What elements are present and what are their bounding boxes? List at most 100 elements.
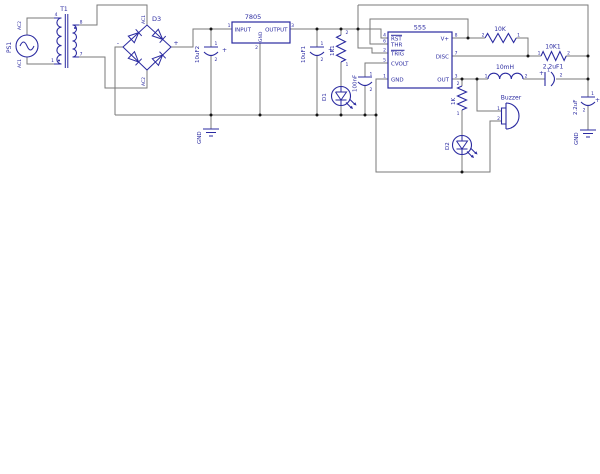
cap-100nf-pin1: 1 bbox=[370, 72, 373, 78]
component-buzzer[interactable]: Buzzer 1 2 bbox=[497, 95, 522, 130]
ground-symbol-right[interactable]: GND bbox=[574, 129, 596, 145]
t1-pin8: 8 bbox=[80, 20, 83, 26]
cap-10uf2-plus: + bbox=[222, 47, 227, 54]
res-1k1-pin1: 1 bbox=[346, 62, 349, 68]
7805-ref: 7805 bbox=[245, 13, 262, 21]
7805-pin3: 3 bbox=[291, 23, 294, 29]
ps1-ref: PS1 bbox=[6, 42, 13, 53]
component-cap-22uf1[interactable]: 2.2uF1 + 1 2 bbox=[539, 64, 563, 87]
diode-top-right bbox=[151, 28, 164, 41]
res-10k1-ref: 10K1 bbox=[545, 44, 561, 51]
cap-10uf1-pin2: 2 bbox=[321, 57, 324, 63]
component-cap-100nf[interactable]: 100nF 1 2 bbox=[353, 72, 373, 94]
resistor-zigzag bbox=[335, 34, 347, 63]
cap-10uf1-ref: 10uF1 bbox=[301, 46, 307, 63]
component-t1-transformer[interactable]: T1 4 1 8 7 bbox=[51, 6, 83, 68]
component-res-10k[interactable]: 10K 2 1 bbox=[482, 26, 521, 44]
res-10k-pin2: 2 bbox=[482, 33, 485, 39]
led-arrows-icon bbox=[345, 98, 355, 108]
arrow-head-1 bbox=[349, 105, 353, 109]
component-led-d2[interactable]: D2 bbox=[445, 134, 478, 159]
cap-22uf1-ref: 2.2uF1 bbox=[543, 64, 564, 71]
555-thr-label: THR bbox=[390, 43, 402, 49]
secondary-winding bbox=[72, 24, 79, 58]
555-disc-label: DISC bbox=[436, 55, 449, 61]
component-555-timer[interactable]: 555 RST THR TRIG CVOLT GND V+ DISC OUT 4… bbox=[383, 24, 458, 89]
555-pin7: 7 bbox=[455, 51, 458, 57]
t1-pin1: 1 bbox=[51, 58, 54, 64]
component-cap-10uf2[interactable]: 10uF2 1 2 + bbox=[195, 41, 227, 63]
component-ps1-ac-source[interactable]: PS1 AC2 AC1 bbox=[6, 21, 39, 68]
ac-source-circle bbox=[15, 34, 39, 58]
res-10k1-pin2: 2 bbox=[567, 51, 570, 57]
res-10k-ref: 10K bbox=[494, 26, 507, 33]
led-arrows-icon bbox=[466, 147, 476, 157]
component-led-d1[interactable]: D1 bbox=[322, 85, 357, 110]
555-pin2: 2 bbox=[383, 48, 386, 54]
ground-symbol-left[interactable]: GND bbox=[197, 128, 219, 144]
t1-pin4: 4 bbox=[55, 12, 58, 18]
cap-plates bbox=[357, 76, 373, 87]
buzzer-pin1: 1 bbox=[497, 106, 500, 112]
7805-pin2: 2 bbox=[255, 45, 258, 51]
component-7805-regulator[interactable]: 7805 INPUT OUTPUT GND 1 2 3 bbox=[228, 13, 295, 51]
res-1k-ref: 1K bbox=[451, 98, 457, 105]
diode-top-left bbox=[127, 31, 140, 44]
buzzer-pin2: 2 bbox=[497, 116, 500, 122]
cap-22uf-ref: 2.2uF bbox=[573, 100, 579, 115]
cap-plates bbox=[580, 96, 596, 107]
555-trig-label: TRIG bbox=[390, 52, 404, 58]
res-1k-pin1: 1 bbox=[457, 111, 460, 117]
cap-10uf2-pin2: 2 bbox=[215, 57, 218, 63]
component-res-1k1[interactable]: 1K1 2 1 bbox=[330, 30, 349, 68]
resistor-zigzag bbox=[456, 85, 468, 111]
res-1k-pin2: 2 bbox=[457, 81, 460, 87]
d3-minus: - bbox=[117, 41, 119, 48]
cap-plates bbox=[544, 71, 556, 87]
7805-output-label: OUTPUT bbox=[265, 28, 288, 34]
buzzer-ref: Buzzer bbox=[501, 95, 522, 102]
7805-pin1: 1 bbox=[228, 23, 231, 29]
555-cvolt-label: CVOLT bbox=[391, 62, 409, 68]
cap-22uf-pin2: 2 bbox=[583, 108, 586, 114]
component-cap-22uf[interactable]: 2.2uF + 1 2 bbox=[573, 91, 600, 115]
d3-ref: D3 bbox=[152, 15, 161, 23]
phase-dot-secondary bbox=[74, 27, 76, 29]
t1-ref: T1 bbox=[59, 6, 68, 13]
cap-22uf1-pin2: 2 bbox=[560, 73, 563, 79]
555-pin5: 5 bbox=[383, 58, 386, 64]
inductor-coil bbox=[487, 72, 524, 80]
res-10k1-pin1: 1 bbox=[538, 51, 541, 57]
inductor-pin1: 1 bbox=[485, 74, 488, 80]
d3-terminal-ac2: AC2 bbox=[141, 77, 147, 86]
7805-input-label: INPUT bbox=[235, 28, 252, 34]
cap-22uf-pin1: 1 bbox=[591, 91, 594, 97]
phase-dot-primary bbox=[58, 59, 60, 62]
cap-10uf1-pin1: 1 bbox=[321, 41, 324, 47]
cap-22uf1-plus: + bbox=[539, 70, 544, 77]
cap-plates bbox=[309, 46, 325, 57]
cap-10uf2-pin1: 1 bbox=[215, 41, 218, 47]
diode-bar-bl bbox=[135, 58, 143, 66]
ps1-terminal-ac2: AC2 bbox=[17, 21, 23, 30]
led-d2-ref: D2 bbox=[445, 142, 451, 150]
component-inductor-10mh[interactable]: 10mH 1 2 bbox=[485, 64, 528, 80]
res-1k1-pin2: 2 bbox=[346, 30, 349, 36]
component-d3-bridge-rectifier[interactable]: D3 AC1 AC2 - + bbox=[117, 15, 179, 86]
component-res-10k1[interactable]: 10K1 1 2 bbox=[538, 44, 571, 62]
555-pin8: 8 bbox=[455, 33, 458, 39]
ground-icon bbox=[203, 128, 219, 137]
component-cap-10uf1[interactable]: 10uF1 1 2 + bbox=[301, 41, 333, 63]
diode-bar-tl bbox=[135, 28, 143, 37]
ps1-terminal-ac1: AC1 bbox=[17, 59, 23, 68]
led-d1-ref: D1 bbox=[322, 93, 328, 101]
cap-22uf1-pin1: 1 bbox=[547, 68, 550, 74]
component-res-1k[interactable]: 1K 2 1 bbox=[451, 81, 468, 117]
555-pin1: 1 bbox=[383, 74, 386, 80]
555-pin4: 4 bbox=[383, 33, 386, 39]
555-out-label: OUT bbox=[437, 78, 449, 84]
led-diode bbox=[456, 135, 469, 155]
cap-22uf-plus: + bbox=[595, 97, 600, 104]
cap-10uf1-plus: + bbox=[328, 47, 333, 54]
